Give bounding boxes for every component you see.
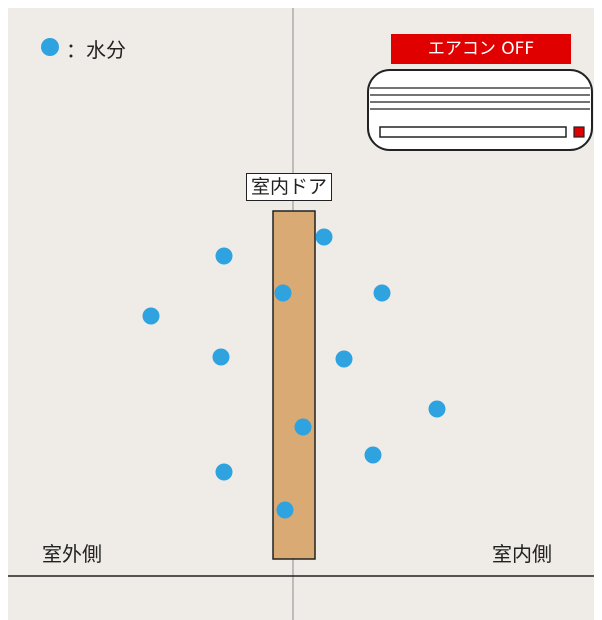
moisture-dot xyxy=(215,247,233,265)
moisture-dot xyxy=(276,501,294,519)
outside-side-label: 室外側 xyxy=(42,542,102,566)
moisture-dot xyxy=(373,284,391,302)
door-label: 室内ドア xyxy=(246,173,333,201)
moisture-dot xyxy=(294,418,312,436)
inside-side-label: 室内側 xyxy=(492,542,552,566)
legend-label: ：水分 xyxy=(66,38,126,62)
moisture-dot xyxy=(212,348,230,366)
moisture-dot xyxy=(364,446,382,464)
moisture-dot xyxy=(428,400,446,418)
moisture-dot xyxy=(215,463,233,481)
moisture-dot xyxy=(315,228,333,246)
moisture-particles xyxy=(142,228,446,519)
ac-indicator-light xyxy=(573,126,585,138)
aircon-status-badge: エアコン OFF xyxy=(391,34,571,64)
moisture-dot xyxy=(335,350,353,368)
air-conditioner-icon xyxy=(367,69,593,151)
moisture-dot-icon xyxy=(41,38,59,56)
moisture-dot xyxy=(142,307,160,325)
interior-door xyxy=(272,210,316,560)
moisture-dot xyxy=(274,284,292,302)
